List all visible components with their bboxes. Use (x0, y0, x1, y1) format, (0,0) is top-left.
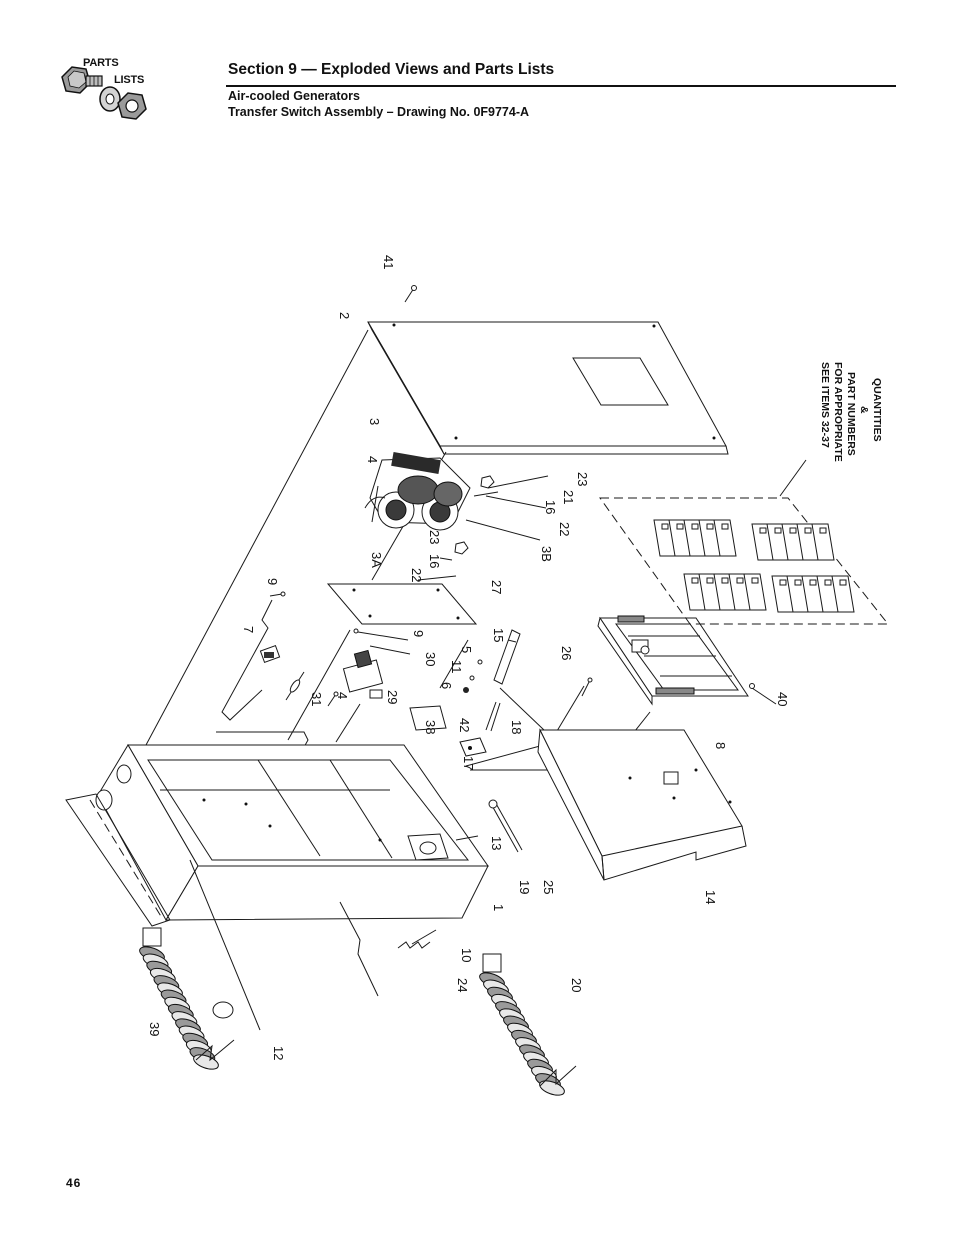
breaker-switch (789, 527, 797, 534)
breaker-block (811, 523, 835, 561)
breaker-switch (721, 523, 729, 530)
small-components (259, 591, 593, 757)
page-number: 46 (66, 1176, 82, 1190)
callout-38: 38 (423, 720, 438, 734)
breaker-switch (736, 577, 744, 584)
section-title: Section 9 — Exploded Views and Parts Lis… (228, 61, 555, 78)
breaker-block (831, 575, 855, 613)
callout-7: 7 (241, 626, 256, 633)
breaker-switch (809, 579, 817, 586)
breaker-switch (759, 527, 767, 534)
breaker-panel-part (597, 615, 777, 706)
breaker-switch (774, 527, 782, 534)
callout-19: 19 (517, 880, 532, 894)
callout-20: 20 (569, 978, 584, 992)
callout-3A: 3A (369, 552, 384, 568)
breaker-switch (819, 527, 827, 534)
callout-22: 22 (557, 522, 572, 536)
see-items-note: SEE ITEMS 32-37 FOR APPROPRIATE PART NUM… (819, 362, 883, 462)
callout-16: 16 (427, 554, 442, 568)
callout-21: 21 (561, 490, 576, 504)
bolt-nut-washer-icon (61, 66, 147, 120)
callout-2: 2 (337, 312, 352, 319)
conduit-coil (539, 1080, 565, 1096)
note-line-1: SEE ITEMS 32-37 (819, 362, 831, 448)
breaker-switch (676, 523, 684, 530)
breaker-switch (751, 577, 759, 584)
callout-3B: 3B (539, 546, 554, 562)
breaker-block (713, 519, 737, 557)
callout-39: 39 (147, 1022, 162, 1036)
breaker-switch (824, 579, 832, 586)
transfer-switch-mechanism (364, 451, 549, 581)
note-line-3: PART NUMBERS (845, 372, 857, 456)
callout-42: 42 (457, 718, 472, 732)
header-rule (226, 85, 896, 87)
callout-4: 4 (365, 456, 380, 463)
callout-18: 18 (509, 720, 524, 734)
callout-24: 24 (455, 978, 470, 992)
callout-23: 23 (575, 472, 590, 486)
callout-27: 27 (489, 580, 504, 594)
note-line-4: & (858, 406, 870, 414)
conduit-fitting (142, 927, 162, 947)
callout-10: 10 (459, 948, 474, 962)
callout-4: 4 (335, 692, 350, 699)
callout-40: 40 (775, 692, 790, 706)
callout-23: 23 (427, 530, 442, 544)
callout-1: 1 (491, 904, 506, 911)
callout-17: 17 (461, 756, 476, 770)
callout-6: 6 (439, 682, 454, 689)
breaker-switch (721, 577, 729, 584)
callout-labels: 41234232116223B2316223A27979301551162631… (147, 255, 790, 1060)
logo-lists-text: LISTS (114, 74, 145, 86)
cable-tie-parts (455, 799, 523, 853)
subtitle-generators: Air-cooled Generators (228, 89, 360, 103)
breaker-switch (794, 579, 802, 586)
mounting-plate-part (326, 583, 478, 625)
parts-lists-logo: PARTS LISTS (58, 55, 160, 133)
breakers-group (599, 497, 890, 625)
hole-plug-part (189, 859, 261, 1031)
callout-16: 16 (543, 500, 558, 514)
note-line-2: FOR APPROPRIATE (832, 362, 844, 462)
door-cover-part (367, 285, 729, 455)
callout-30: 30 (423, 652, 438, 666)
breaker-switch (706, 523, 714, 530)
callout-13: 13 (489, 836, 504, 850)
breaker-switch (691, 523, 699, 530)
breaker-switch (804, 527, 812, 534)
flex-conduits (139, 927, 577, 1096)
callout-8: 8 (713, 742, 728, 749)
breaker-switch (691, 577, 699, 584)
breaker-switch (706, 577, 714, 584)
cover-plate-part (537, 728, 747, 881)
callout-41: 41 (381, 255, 396, 269)
callout-25: 25 (541, 880, 556, 894)
breaker-switch (661, 523, 669, 530)
callout-14: 14 (703, 890, 718, 904)
main-enclosure-part (65, 744, 489, 927)
conduit-fitting (482, 953, 502, 973)
callout-26: 26 (559, 646, 574, 660)
callout-9: 9 (411, 630, 426, 637)
breaker-switch (839, 579, 847, 586)
callout-11: 11 (449, 660, 464, 674)
callout-5: 5 (459, 646, 474, 653)
note-line-5: QUANTITIES (871, 378, 883, 442)
spring-part (339, 901, 437, 997)
callout-12: 12 (271, 1046, 286, 1060)
callout-3: 3 (367, 418, 382, 425)
breaker-switch (779, 579, 787, 586)
callout-31: 31 (309, 692, 324, 706)
subtitle-drawing: Transfer Switch Assembly – Drawing No. 0… (228, 105, 530, 119)
breaker-block (743, 573, 767, 611)
callout-29: 29 (385, 690, 400, 704)
callout-22: 22 (409, 568, 424, 582)
callout-15: 15 (491, 628, 506, 642)
logo-parts-text: PARTS (83, 57, 119, 69)
callout-9: 9 (265, 578, 280, 585)
